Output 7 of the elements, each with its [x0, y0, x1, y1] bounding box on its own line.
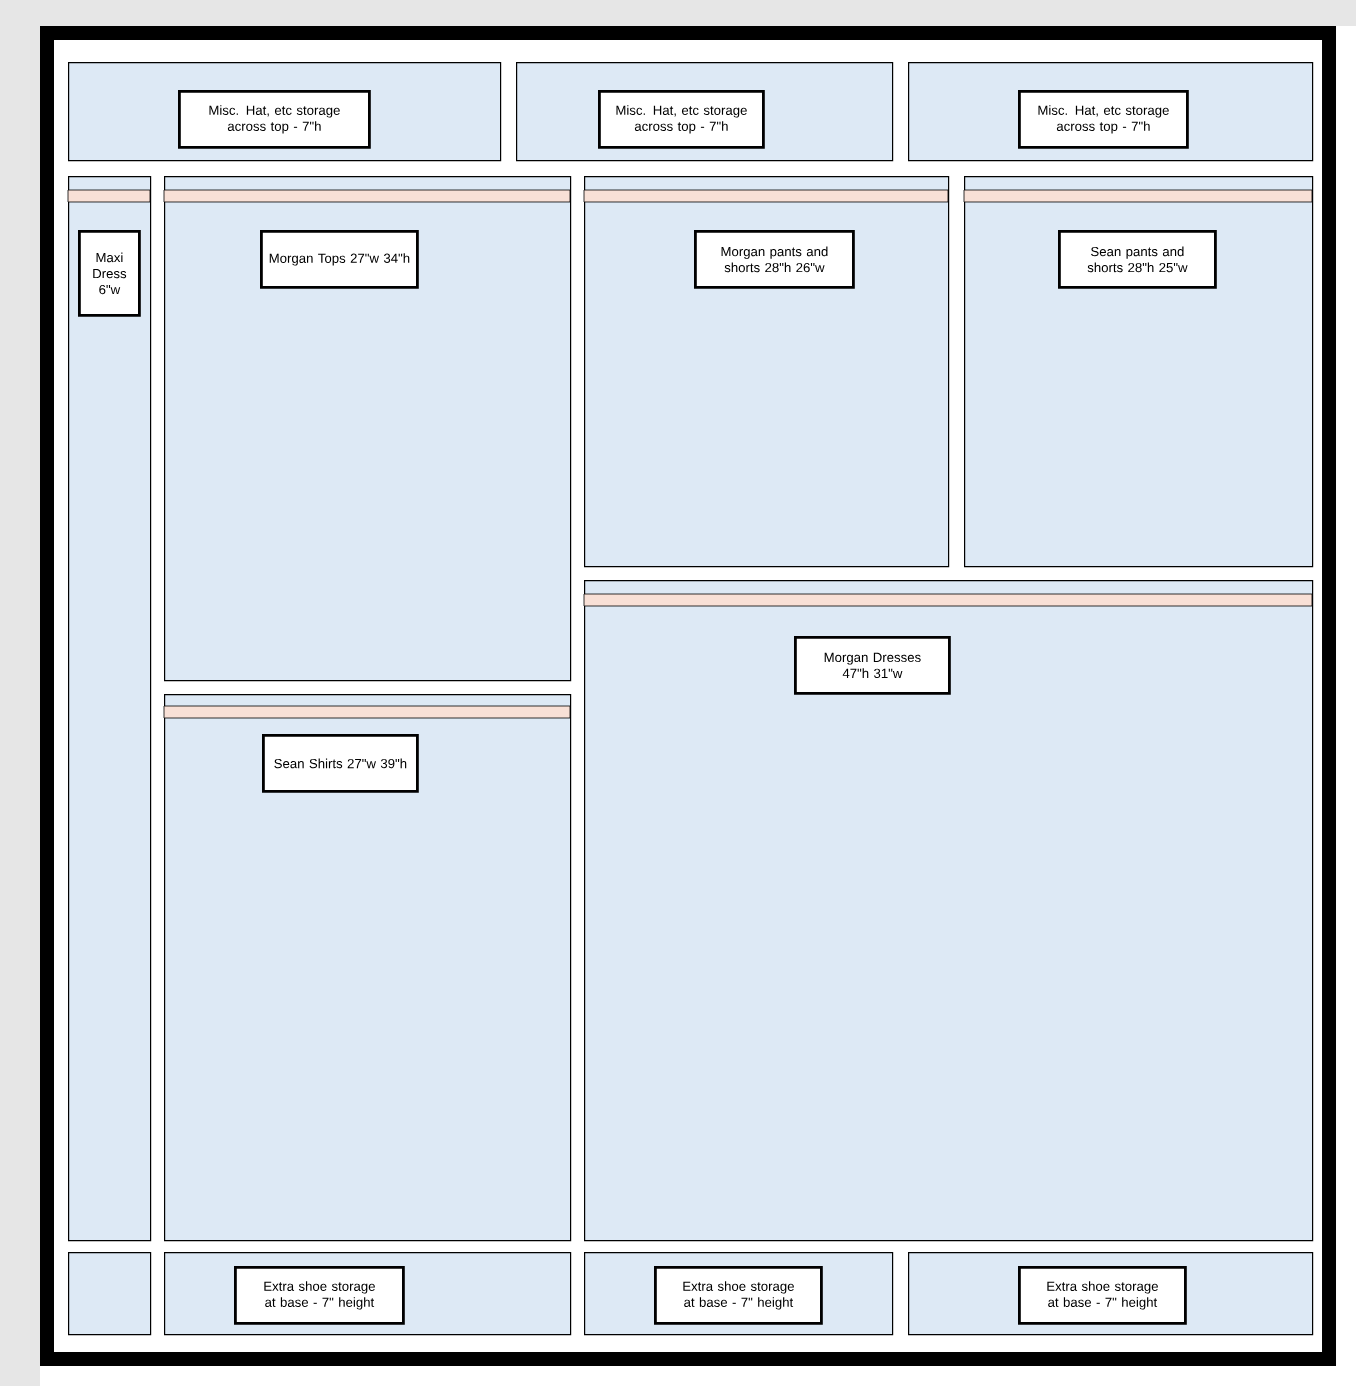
compartment	[964, 176, 1314, 568]
compartment	[68, 176, 152, 1242]
compartment	[164, 176, 572, 682]
compartment	[584, 176, 950, 568]
compartment	[584, 580, 1314, 1242]
compartment	[164, 694, 572, 1242]
compartment	[68, 1252, 152, 1336]
